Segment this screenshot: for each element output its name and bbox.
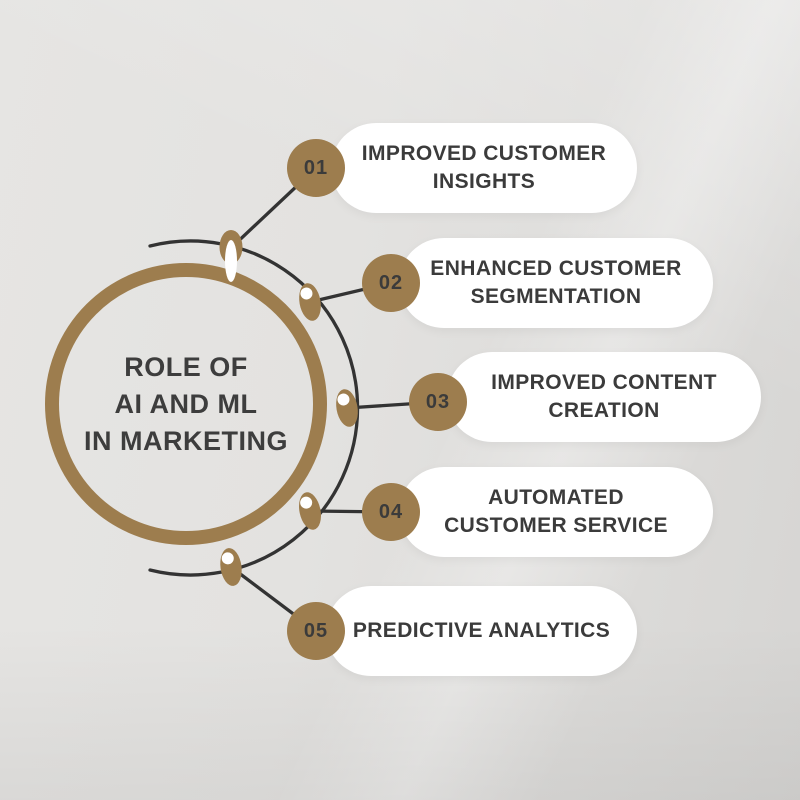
node-3 [336,389,358,427]
item-pill-4: AUTOMATED CUSTOMER SERVICE [399,467,713,557]
node-oval [219,230,243,264]
node-2 [299,283,321,321]
node-highlight-icon [300,287,313,300]
node-oval [299,283,321,321]
node-highlight-icon [221,552,234,565]
item-number-badge-4: 04 [362,483,420,541]
node-oval [220,548,242,586]
item-pill-3: IMPROVED CONTENT CREATION [447,352,761,442]
page-title: ROLE OF AI AND ML IN MARKETING [84,349,288,460]
item-number-badge-5: 05 [287,602,345,660]
node-oval [298,492,322,530]
node-oval [336,389,358,427]
item-label-2: ENHANCED CUSTOMER SEGMENTATION [430,257,682,308]
item-number-badge-1: 01 [287,139,345,197]
node-highlight-icon [300,496,313,509]
item-number-badge-2: 02 [362,254,420,312]
item-label-4: AUTOMATED CUSTOMER SERVICE [444,486,668,537]
node-highlight-icon [337,393,350,406]
node-5 [220,548,242,586]
item-label-1: IMPROVED CUSTOMER INSIGHTS [361,142,607,193]
title-line-3: IN MARKETING [84,425,288,456]
item-pill-2: ENHANCED CUSTOMER SEGMENTATION [399,238,713,328]
item-label-3: IMPROVED CONTENT CREATION [491,371,717,422]
title-line-2: AI AND ML [114,388,258,419]
node-4 [298,492,322,530]
item-pill-5: PREDICTIVE ANALYTICS [326,586,637,676]
central-circle: ROLE OF AI AND ML IN MARKETING [45,263,327,545]
item-pill-1: IMPROVED CUSTOMER INSIGHTS [331,123,637,213]
item-number-badge-3: 03 [409,373,467,431]
title-line-1: ROLE OF [124,351,248,382]
item-label-5: PREDICTIVE ANALYTICS [352,619,611,642]
